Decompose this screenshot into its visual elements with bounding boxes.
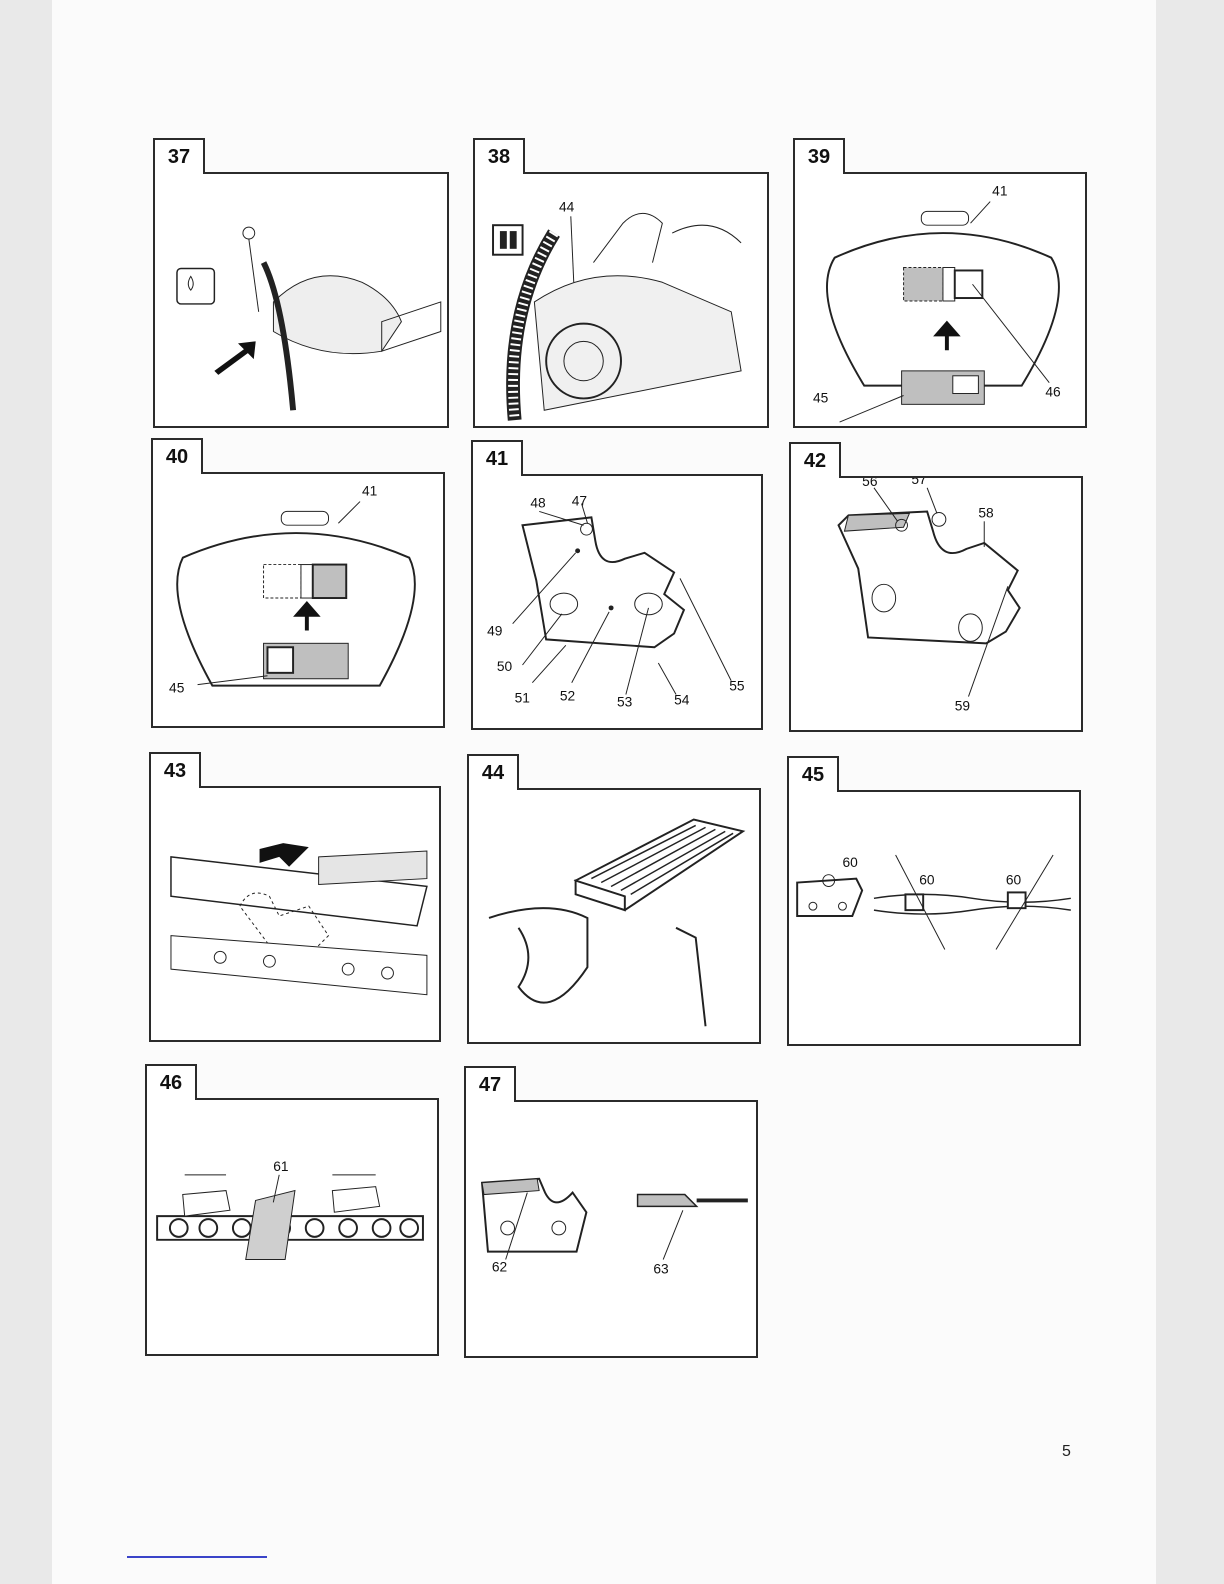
callout-label: 55 xyxy=(729,679,745,694)
figure-44: 44 xyxy=(467,788,761,1044)
carburettor-adjustment-illustration: 44 xyxy=(475,174,767,426)
figure-number: 37 xyxy=(153,138,205,174)
callout-label: 46 xyxy=(1045,384,1061,399)
cutter-orientation-illustration: 60 60 60 xyxy=(789,792,1079,1044)
callout-label: 57 xyxy=(911,478,926,487)
callout-label: 50 xyxy=(497,659,513,674)
callout-label: 54 xyxy=(674,692,690,707)
callout-label: 41 xyxy=(362,484,377,499)
cutter-link-wear-illustration: 56 57 58 59 xyxy=(791,478,1081,730)
figure-40: 40 41 45 xyxy=(151,472,445,728)
callout-label: 53 xyxy=(617,694,633,709)
figure-39: 39 41 45 46 xyxy=(793,172,1087,428)
callout-label: 51 xyxy=(515,690,530,705)
figure-number: 38 xyxy=(473,138,525,174)
figure-number: 43 xyxy=(149,752,201,788)
figure-number: 46 xyxy=(145,1064,197,1100)
callout-label: 45 xyxy=(169,681,185,696)
figure-number: 39 xyxy=(793,138,845,174)
callout-label: 56 xyxy=(862,478,878,489)
callout-label: 45 xyxy=(813,390,829,405)
callout-label: 63 xyxy=(653,1261,669,1276)
cutter-link-parts-illustration: 48 47 49 50 51 52 53 54 55 xyxy=(473,476,761,728)
figure-38: 38 44 xyxy=(473,172,769,428)
figure-41: 41 48 47 49 50 51 52 53 54 55 xyxy=(471,474,763,730)
figure-number: 45 xyxy=(787,756,839,792)
callout-label: 59 xyxy=(955,698,970,713)
figure-37: 37 xyxy=(153,172,449,428)
figure-number: 44 xyxy=(467,754,519,790)
chain-depth-gauge-illustration xyxy=(151,788,439,1040)
callout-label: 49 xyxy=(487,623,502,638)
callout-label: 60 xyxy=(919,873,935,888)
figure-43: 43 xyxy=(149,786,441,1042)
callout-label: 41 xyxy=(992,184,1007,199)
figure-47: 47 62 63 xyxy=(464,1100,758,1358)
figure-number: 40 xyxy=(151,438,203,474)
air-filter-replacement-illustration: 41 45 xyxy=(153,474,443,726)
callout-label: 52 xyxy=(560,688,575,703)
footer-rule xyxy=(127,1556,267,1558)
page-number: 5 xyxy=(1062,1443,1071,1461)
depth-gauge-filing-illustration xyxy=(469,790,759,1042)
callout-label: 58 xyxy=(978,505,994,520)
air-filter-cover-illustration: 41 45 46 xyxy=(795,174,1085,426)
figure-42: 42 56 57 58 59 xyxy=(789,476,1083,732)
figure-46: 46 61 xyxy=(145,1098,439,1356)
callout-label: 44 xyxy=(559,199,575,214)
callout-label: 48 xyxy=(530,496,546,511)
callout-label: 60 xyxy=(1006,873,1022,888)
callout-label: 61 xyxy=(273,1159,288,1174)
figure-number: 47 xyxy=(464,1066,516,1102)
callout-label: 62 xyxy=(492,1259,507,1274)
chain-cutter-length-illustration: 61 xyxy=(147,1100,437,1354)
figure-45: 45 60 60 60 xyxy=(787,790,1081,1046)
callout-label: 60 xyxy=(842,855,858,870)
figure-number: 42 xyxy=(789,442,841,478)
callout-label: 47 xyxy=(572,494,587,509)
engine-oil-cap-illustration xyxy=(155,174,447,426)
chrome-layer-illustration: 62 63 xyxy=(466,1102,756,1356)
figure-number: 41 xyxy=(471,440,523,476)
